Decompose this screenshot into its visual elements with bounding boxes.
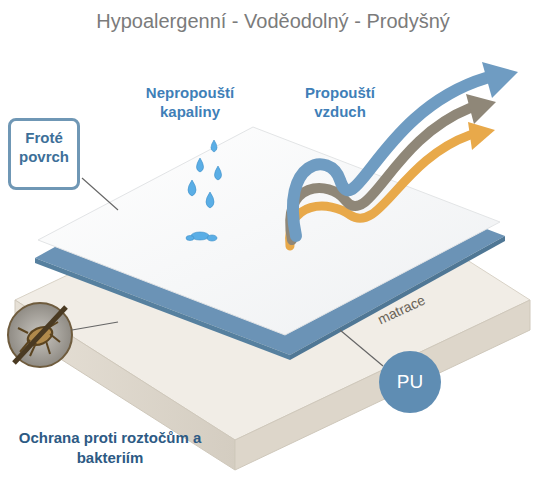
layer-circle: PU	[379, 351, 441, 413]
feature-label: Ochrana proti roztočům a bakteriím	[10, 428, 210, 467]
feature-label: Propouští vzduch	[285, 84, 395, 122]
layer-box: Froté povrch	[8, 118, 80, 190]
diagram-title: Hypoalergenní - Voděodolný - Prodyšný	[0, 10, 546, 33]
feature-label: Nepropouští kapaliny	[120, 84, 260, 122]
node-text: Froté povrch	[15, 129, 73, 167]
node-text: PU	[397, 371, 423, 393]
